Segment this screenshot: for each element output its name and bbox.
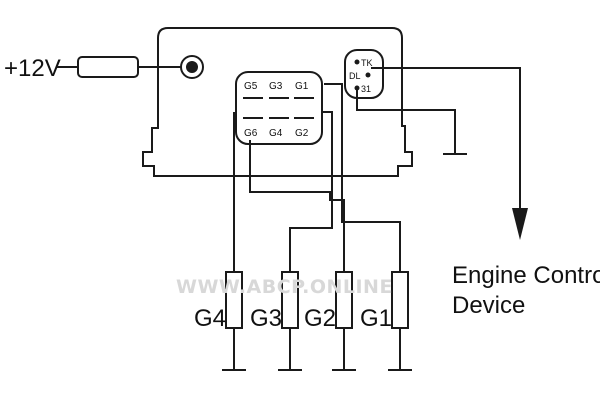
engine-control-label-line1: Engine Control [452,262,600,289]
watermark: WWW.ABCP.ONLINE [176,276,393,298]
control-unit-body [142,27,413,177]
tk-pin [354,59,360,65]
fuse [77,56,139,78]
power-terminal [180,55,204,79]
pin-label-g5: G5 [244,81,258,92]
power-terminal-core [186,61,198,73]
wire-g3 [289,111,333,272]
glow-plug-g1 [391,271,409,329]
arrow-head [512,208,528,240]
ground-wire [356,88,456,154]
plug-label-g3: G3 [250,305,282,332]
pin-label-g6: G6 [244,128,258,139]
pin-label-g2: G2 [295,128,309,139]
wire-g2 [249,140,345,272]
pin-label-dl: DL [349,71,361,81]
plug-label-g1: G1 [360,305,392,332]
engine-control-wire [371,67,521,210]
pin-label-tk: TK [361,58,373,68]
pin-label-g1: G1 [295,81,309,92]
plug-label-g4: G4 [194,305,226,332]
wire-g1 [324,83,401,272]
supply-label: +12V [4,55,61,82]
pin-label-31: 31 [361,84,371,94]
plug-label-g2: G2 [304,305,336,332]
glow-plug-connector [235,71,323,145]
diagnostic-connector [344,49,384,99]
engine-control-label-line2: Device [452,292,525,319]
dl-pin [365,72,371,78]
pin-label-g4: G4 [269,128,283,139]
pin-label-g3: G3 [269,81,283,92]
